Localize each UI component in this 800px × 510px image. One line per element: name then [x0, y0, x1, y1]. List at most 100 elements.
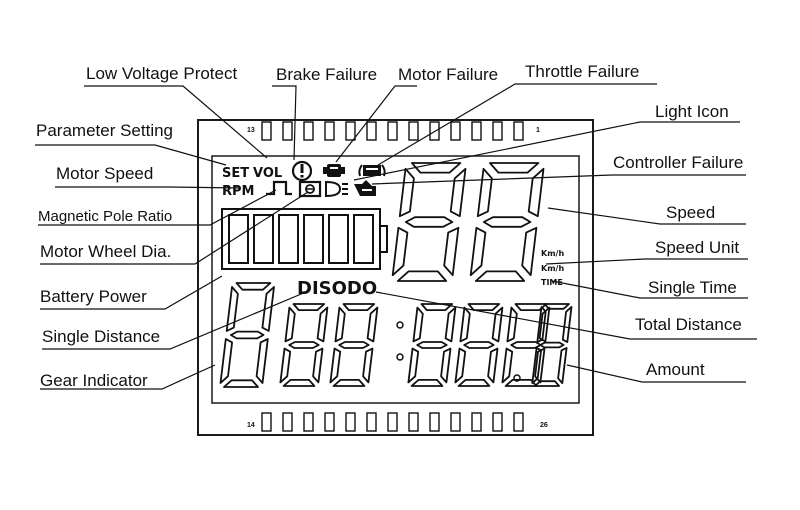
- digit-segment: [521, 226, 538, 277]
- digit-segment: [416, 341, 448, 349]
- digit-segment: [443, 226, 460, 277]
- digit-segment: [334, 306, 346, 343]
- digit-segment: [449, 167, 467, 218]
- digit-segment: [506, 306, 518, 343]
- digit-segment: [474, 270, 526, 282]
- battery-bar: [253, 214, 274, 264]
- digit-segment: [444, 306, 457, 343]
- pin-top: [492, 121, 503, 141]
- digit-segment: [316, 306, 329, 343]
- digit-segment: [407, 347, 420, 384]
- lcd-frame: [197, 119, 594, 436]
- pin-top: [387, 121, 398, 141]
- leader-single-time: [551, 280, 748, 299]
- digit-segment: [476, 167, 493, 218]
- pin-label-14: 14: [247, 422, 255, 429]
- label-low-voltage-protect: Low Voltage Protect: [86, 64, 237, 83]
- digit-segment: [329, 347, 342, 384]
- label-controller-failure: Controller Failure: [613, 153, 743, 172]
- digit-segment: [288, 341, 320, 349]
- top-pins: [261, 121, 524, 141]
- bottom-pins: [261, 412, 524, 432]
- digit-segment: [491, 306, 504, 343]
- lcd-panel: 13 1 14 26 SET VOL RPM: [197, 119, 594, 436]
- set-indicator: SET: [222, 166, 249, 181]
- digit-segment: [488, 162, 540, 174]
- label-battery-power: Battery Power: [40, 287, 147, 306]
- label-speed: Speed: [666, 203, 715, 222]
- digit-segment: [514, 303, 548, 312]
- label-gear-indicator: Gear Indicator: [40, 371, 148, 390]
- leader-brake-failure: [272, 85, 297, 161]
- amount-digit: [531, 303, 573, 387]
- digit-segment: [534, 380, 560, 387]
- leader-low-voltage-protect: [84, 85, 268, 159]
- pin-top: [513, 121, 524, 141]
- leader-parameter-setting: [35, 144, 227, 166]
- pin-bottom: [429, 412, 440, 432]
- digit-segment: [459, 306, 471, 343]
- vol-indicator: VOL: [253, 166, 282, 181]
- amount-digit: [407, 303, 457, 387]
- leader-speed-unit: [545, 258, 748, 265]
- digit-segment: [391, 226, 409, 277]
- pin-label-13: 13: [247, 127, 255, 134]
- pin-bottom: [492, 412, 503, 432]
- digit-segment: [362, 347, 374, 384]
- pin-label-26: 26: [540, 422, 548, 429]
- digit-segment: [338, 341, 370, 349]
- digit-segment: [539, 341, 565, 349]
- digit-segment: [412, 306, 424, 343]
- leader-motor-failure: [335, 85, 417, 163]
- digit-segment: [398, 167, 415, 218]
- decimal-point: [513, 374, 521, 382]
- label-speed-unit: Speed Unit: [655, 238, 739, 257]
- pin-top: [324, 121, 335, 141]
- digit-segment: [487, 347, 499, 384]
- gear-digit-segment-group: [219, 282, 275, 388]
- battery-bar: [303, 214, 324, 264]
- digit-segment: [536, 305, 547, 344]
- leader-gear-indicator: [40, 364, 216, 390]
- digit-segment: [342, 303, 376, 312]
- digit-segment: [282, 378, 316, 387]
- digit-segment: [292, 303, 326, 312]
- pin-bottom: [387, 412, 398, 432]
- pulse-icon: [266, 180, 292, 196]
- pin-top: [429, 121, 440, 141]
- digit-segment: [463, 341, 495, 349]
- digit-segment: [404, 216, 454, 228]
- pin-top: [282, 121, 293, 141]
- pin-top: [303, 121, 314, 141]
- digit-segment: [543, 303, 570, 310]
- speed-digit: [391, 162, 467, 282]
- digit-segment: [366, 306, 379, 343]
- leader-magnetic-pole-ratio: [38, 189, 277, 226]
- leader-single-distance: [42, 291, 307, 350]
- digit-segment: [225, 286, 239, 332]
- leader-light-icon: [353, 121, 740, 181]
- label-parameter-setting: Parameter Setting: [36, 121, 173, 140]
- pin-top: [366, 121, 377, 141]
- digit-segment: [229, 330, 265, 340]
- label-magnetic-pole-ratio: Magnetic Pole Ratio: [38, 208, 172, 225]
- digit-segment: [235, 282, 272, 291]
- pin-top: [408, 121, 419, 141]
- leader-lines: [35, 83, 757, 390]
- digit-segment: [469, 226, 487, 277]
- amount-digits: [279, 303, 573, 387]
- digit-segment: [454, 347, 467, 384]
- digit-segment: [219, 338, 234, 384]
- leader-controller-failure: [371, 174, 746, 185]
- pin-bottom: [471, 412, 482, 432]
- unit-mph: Km/h: [541, 249, 564, 258]
- leader-motor-speed: [55, 186, 241, 189]
- controller-icon: [354, 180, 376, 196]
- digit-segment: [261, 286, 275, 332]
- lcd-display-area: [211, 155, 580, 404]
- leader-total-distance: [375, 291, 757, 340]
- gear-digit: [219, 282, 275, 388]
- battery-bar: [353, 214, 374, 264]
- pin-label-1: 1: [536, 127, 540, 134]
